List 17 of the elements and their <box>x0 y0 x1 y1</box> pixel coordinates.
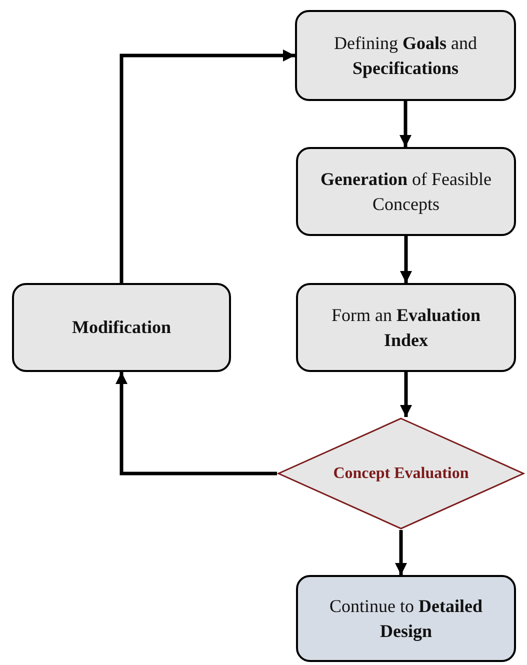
arrow <box>120 50 295 283</box>
box-text: Concept Evaluation <box>332 464 470 484</box>
process-box <box>12 283 231 372</box>
box-text: Form an Evaluation Index <box>330 304 482 352</box>
process-box <box>296 575 516 662</box>
box-text: Continue to Detailed Design <box>328 594 484 643</box>
box-text: Modification <box>71 316 172 339</box>
arrow <box>400 101 412 147</box>
arrow <box>400 236 412 283</box>
process-box <box>296 283 516 372</box>
box-text: Generation of Feasible Concepts <box>320 168 492 216</box>
process-box <box>295 10 516 101</box>
arrow <box>116 372 277 476</box>
process-box <box>296 147 516 236</box>
arrow <box>395 530 407 575</box>
box-text: Defining Goals and Specifications <box>333 32 478 80</box>
arrow <box>400 372 412 417</box>
